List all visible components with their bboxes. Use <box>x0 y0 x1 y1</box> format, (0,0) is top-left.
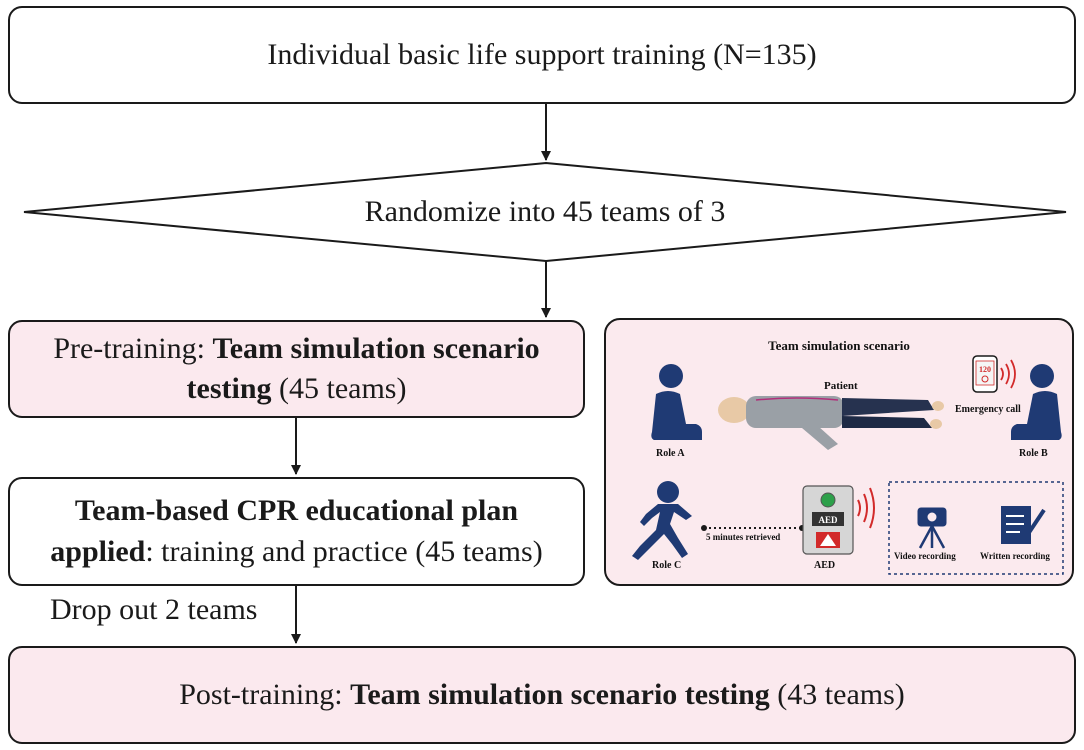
role-b-label: Role B <box>1019 448 1048 459</box>
dropout-label: Drop out 2 teams <box>50 593 257 627</box>
role-c-figure <box>632 481 692 560</box>
step-post-training: Post-training: Team simulation scenario … <box>8 646 1076 744</box>
retrieval-line <box>701 525 805 531</box>
pre-bold-2: testing <box>186 372 272 405</box>
dropout-text: Drop out 2 teams <box>50 593 258 626</box>
randomize-label: Randomize into 45 teams of 3 <box>24 192 1066 233</box>
patient-label: Patient <box>824 380 858 392</box>
camera-tripod-icon <box>917 507 947 549</box>
step-post-training-text: Post-training: Team simulation scenario … <box>179 675 905 716</box>
step-pre-training-text: Pre-training: Team simulation scenario t… <box>53 329 539 410</box>
video-recording-label: Video recording <box>894 551 956 561</box>
aed-label: AED <box>814 560 836 571</box>
step-individual-training-text: Individual basic life support training (… <box>267 37 817 71</box>
role-a-figure <box>651 364 702 440</box>
aed-device: AED <box>802 485 875 555</box>
plan-suffix: : training and practice (45 teams) <box>145 534 543 568</box>
patient-manikin <box>718 396 944 450</box>
scenario-illustration: 120 AED <box>632 355 1064 575</box>
step-cpr-plan-text: Team-based CPR educational plan applied:… <box>50 491 542 572</box>
post-suffix: (43 teams) <box>769 677 905 711</box>
phone-number: 120 <box>979 365 991 374</box>
plan-bold-2: applied <box>50 534 146 568</box>
randomize-text: Randomize into 45 teams of 3 <box>364 195 726 228</box>
written-recording-label: Written recording <box>980 551 1050 561</box>
aed-screen-text: AED <box>818 515 838 525</box>
recording-box <box>888 481 1064 575</box>
written-record-icon <box>1001 506 1046 544</box>
step-pre-training: Pre-training: Team simulation scenario t… <box>8 320 585 418</box>
phone-icon: 120 <box>972 355 1016 393</box>
scenario-title: Team simulation scenario <box>768 338 910 353</box>
plan-bold-1: Team-based CPR educational plan <box>74 494 519 527</box>
retrieved-label: 5 minutes retrieved <box>706 532 781 542</box>
role-b-figure <box>1011 364 1062 440</box>
post-bold: Team simulation scenario testing <box>350 677 770 711</box>
emergency-call-label: Emergency call <box>955 404 1021 415</box>
pre-prefix: Pre-training: <box>53 331 213 365</box>
post-prefix: Post-training: <box>179 677 351 711</box>
step-individual-training: Individual basic life support training (… <box>8 6 1076 104</box>
scenario-panel: 120 AED <box>604 318 1074 586</box>
pre-suffix: (45 teams) <box>271 372 407 405</box>
step-cpr-plan: Team-based CPR educational plan applied:… <box>8 477 585 586</box>
role-a-label: Role A <box>656 448 685 459</box>
role-c-label: Role C <box>652 560 682 571</box>
pre-bold-1: Team simulation scenario <box>212 331 540 365</box>
